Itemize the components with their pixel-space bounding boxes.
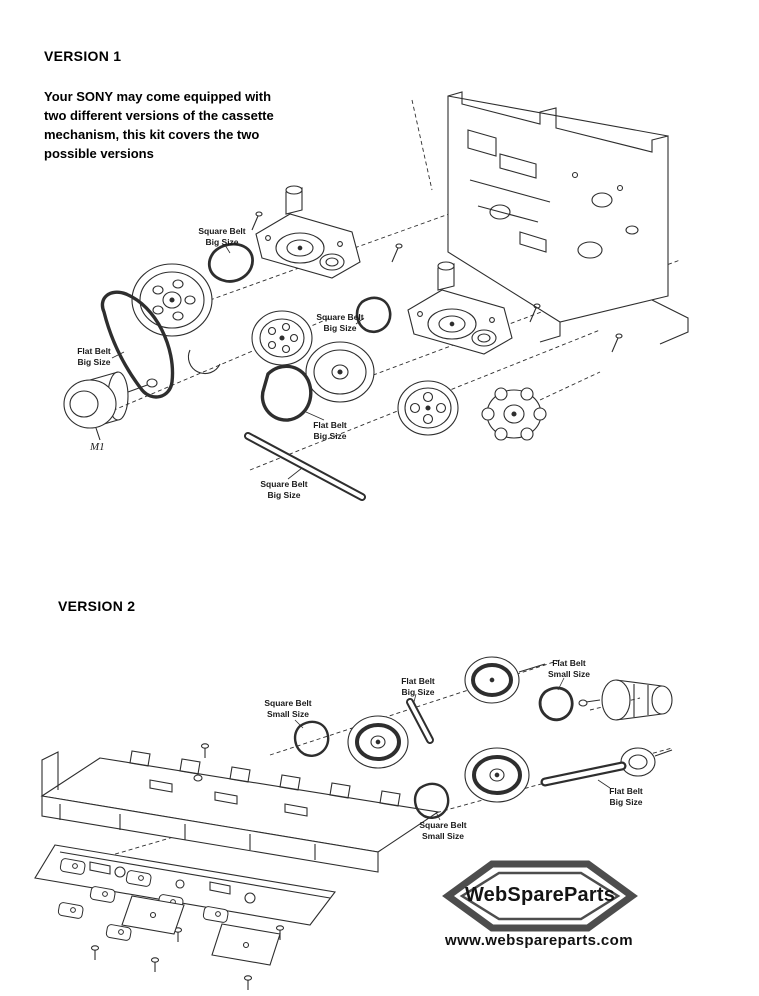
label-square-belt-small-top: Square Belt Small Size: [264, 698, 312, 720]
website-url: www.webspareparts.com: [445, 932, 633, 949]
version2-title: VERSION 2: [58, 598, 136, 614]
belt-flat-big-right: [540, 761, 627, 787]
version1-title: VERSION 1: [44, 48, 122, 64]
sub-chassis: [34, 844, 336, 926]
logo-text: WebSpareParts: [464, 884, 616, 906]
guide-lines: [99, 99, 681, 471]
belt-flat-mid: [260, 364, 313, 422]
belt-square-mid: [355, 296, 392, 333]
hexagon-logo-icon: [442, 860, 638, 932]
flywheel-center-1: [251, 310, 313, 366]
belt-square-long-bottom: [244, 432, 366, 501]
flywheel-row-1: [347, 715, 409, 769]
belt-flat-small: [538, 686, 574, 722]
belt-square-small-top: [293, 720, 330, 757]
pulley-top-right: [464, 656, 546, 704]
label-square-belt-big-top: Square Belt Big Size: [198, 226, 246, 248]
leader-lines: [111, 244, 365, 480]
label-motor-m1: M1: [90, 441, 105, 453]
motor-m1: [63, 371, 158, 441]
webspareparts-logo: WebSpareParts: [442, 858, 638, 934]
chassis-plate: [447, 91, 689, 345]
square-plates: [121, 895, 281, 991]
pulley-small-right: [620, 747, 673, 777]
flywheel-center-2: [305, 341, 375, 403]
pulley-with-holes: [397, 380, 459, 436]
belt-flat-big-top: [406, 698, 434, 744]
leader-lines: [294, 677, 611, 821]
flywheel-row-2: [464, 747, 530, 803]
screws: [251, 211, 623, 353]
label-flat-belt-big-left: Flat Belt Big Size: [77, 346, 111, 368]
intro-text: Your SONY may come equipped with two dif…: [44, 89, 274, 161]
belt-flat-left: [100, 290, 175, 399]
label-flat-belt-small: Flat Belt Small Size: [547, 658, 591, 680]
label-flat-belt-big-top: Flat Belt Big Size: [401, 676, 435, 698]
label-square-belt-big-bottom: Square Belt Big Size: [260, 479, 308, 501]
belt-square-small-bottom: [413, 782, 450, 819]
label-flat-belt-big-mid: Flat Belt Big Size: [313, 420, 347, 442]
label-square-belt-small-bottom: Square Belt Small Size: [419, 820, 467, 842]
scalloped-gear: [481, 387, 547, 441]
pulley-large-left: [131, 263, 221, 375]
chassis-plate: [40, 743, 440, 873]
label-flat-belt-big-right: Flat Belt Big Size: [609, 786, 643, 808]
motor-top-right: [578, 679, 673, 721]
version2-diagram: [34, 656, 673, 991]
belt-square-top: [207, 242, 254, 283]
version1-diagram: [63, 91, 689, 501]
label-square-belt-big-mid: Square Belt Big Size: [316, 312, 364, 334]
